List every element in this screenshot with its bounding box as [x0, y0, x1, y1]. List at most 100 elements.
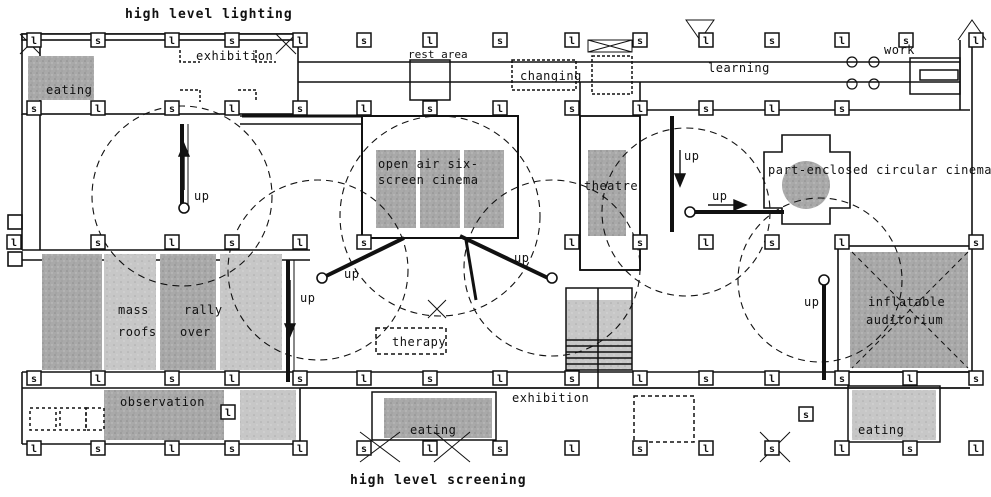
theatre-area [588, 150, 626, 236]
column-marker-s: s [764, 440, 780, 456]
ramp-arrows [177, 142, 748, 338]
column-marker-s: s [164, 370, 180, 386]
column-marker-l: l [698, 32, 714, 48]
column-marker-l: l [224, 370, 240, 386]
column-marker-l: l [26, 440, 42, 456]
svg-text:l: l [297, 36, 303, 47]
label-circular-cinema: part-enclosed circular cinema [768, 163, 991, 177]
column-marker-s: s [968, 370, 984, 386]
svg-text:s: s [95, 36, 101, 47]
rally-strip-3 [160, 254, 216, 370]
column-marker-l: l [422, 32, 438, 48]
svg-text:l: l [703, 238, 709, 249]
column-marker-s: s [422, 100, 438, 116]
svg-text:s: s [839, 104, 845, 115]
title-high-level-screening: high level screening [350, 473, 527, 488]
column-marker-s: s [26, 100, 42, 116]
observation-area [104, 390, 224, 440]
eating-tl-area [28, 56, 94, 100]
svg-text:s: s [31, 374, 37, 385]
column-marker-l: l [492, 100, 508, 116]
ramps [178, 114, 830, 382]
svg-text:s: s [703, 104, 709, 115]
column-marker-l: l [292, 234, 308, 250]
column-marker-l: l [220, 404, 236, 420]
svg-text:s: s [569, 374, 575, 385]
svg-text:s: s [769, 36, 775, 47]
column-marker-l: l [632, 370, 648, 386]
eating-bottom-area [384, 398, 492, 438]
svg-text:s: s [637, 238, 643, 249]
svg-text:l: l [229, 374, 235, 385]
column-marker-s: s [834, 370, 850, 386]
column-marker-s: s [292, 100, 308, 116]
column-marker-l: l [968, 32, 984, 48]
column-marker-l: l [968, 440, 984, 456]
svg-text:l: l [427, 444, 433, 455]
column-marker-s: s [564, 100, 580, 116]
column-marker-s: s [224, 32, 240, 48]
column-marker-s: s [90, 234, 106, 250]
label-theatre: theatre [584, 179, 638, 193]
svg-text:s: s [297, 104, 303, 115]
svg-text:l: l [11, 238, 17, 249]
label-rest-area: rest area [408, 48, 468, 61]
column-marker-l: l [422, 440, 438, 456]
svg-text:s: s [769, 238, 775, 249]
svg-text:l: l [361, 374, 367, 385]
ramp-label-7: up [804, 295, 819, 309]
label-roofs: roofs [118, 325, 157, 339]
column-marker-s: s [632, 32, 648, 48]
svg-text:s: s [95, 444, 101, 455]
svg-text:s: s [229, 444, 235, 455]
ramp-label-2: up [300, 291, 315, 305]
column-marker-s: s [798, 406, 814, 422]
column-marker-s: s [356, 234, 372, 250]
column-marker-s: s [292, 370, 308, 386]
svg-text:s: s [903, 36, 909, 47]
observation-area-2 [240, 390, 296, 440]
svg-text:l: l [497, 104, 503, 115]
column-marker-s: s [422, 370, 438, 386]
column-marker-l: l [764, 370, 780, 386]
svg-text:s: s [361, 444, 367, 455]
column-marker-s: s [632, 440, 648, 456]
column-marker-l: l [564, 32, 580, 48]
svg-text:l: l [497, 374, 503, 385]
svg-text:l: l [569, 238, 575, 249]
column-marker-s: s [968, 234, 984, 250]
labels: high level lighting high level screening… [46, 7, 991, 488]
label-over: over [180, 325, 211, 339]
screen-1 [376, 150, 416, 228]
screen-2 [420, 150, 460, 228]
label-learning: learning [708, 61, 770, 75]
svg-text:l: l [169, 444, 175, 455]
column-marker-l: l [902, 370, 918, 386]
label-inflatable: inflatable [868, 295, 945, 309]
column-marker-s: s [898, 32, 914, 48]
label-exhibition-top: exhibition [196, 49, 273, 63]
svg-text:l: l [95, 104, 101, 115]
label-changing: changing [520, 69, 582, 83]
svg-text:l: l [703, 36, 709, 47]
column-marker-s: s [164, 100, 180, 116]
ramp-label-5: up [684, 149, 699, 163]
column-marker-s: s [356, 32, 372, 48]
rally-strip-4 [220, 254, 282, 370]
column-marker-l: l [164, 440, 180, 456]
svg-text:l: l [703, 444, 709, 455]
column-marker-l: l [492, 370, 508, 386]
column-marker-l: l [564, 234, 580, 250]
column-marker-l: l [224, 100, 240, 116]
column-marker-l: l [292, 440, 308, 456]
svg-text:l: l [297, 238, 303, 249]
column-marker-s: s [90, 440, 106, 456]
ramp-label-4: up [514, 251, 529, 265]
column-marker-s: s [356, 440, 372, 456]
label-therapy: therapy [392, 335, 446, 349]
column-marker-l: l [6, 234, 22, 250]
svg-text:s: s [569, 104, 575, 115]
svg-text:l: l [839, 36, 845, 47]
